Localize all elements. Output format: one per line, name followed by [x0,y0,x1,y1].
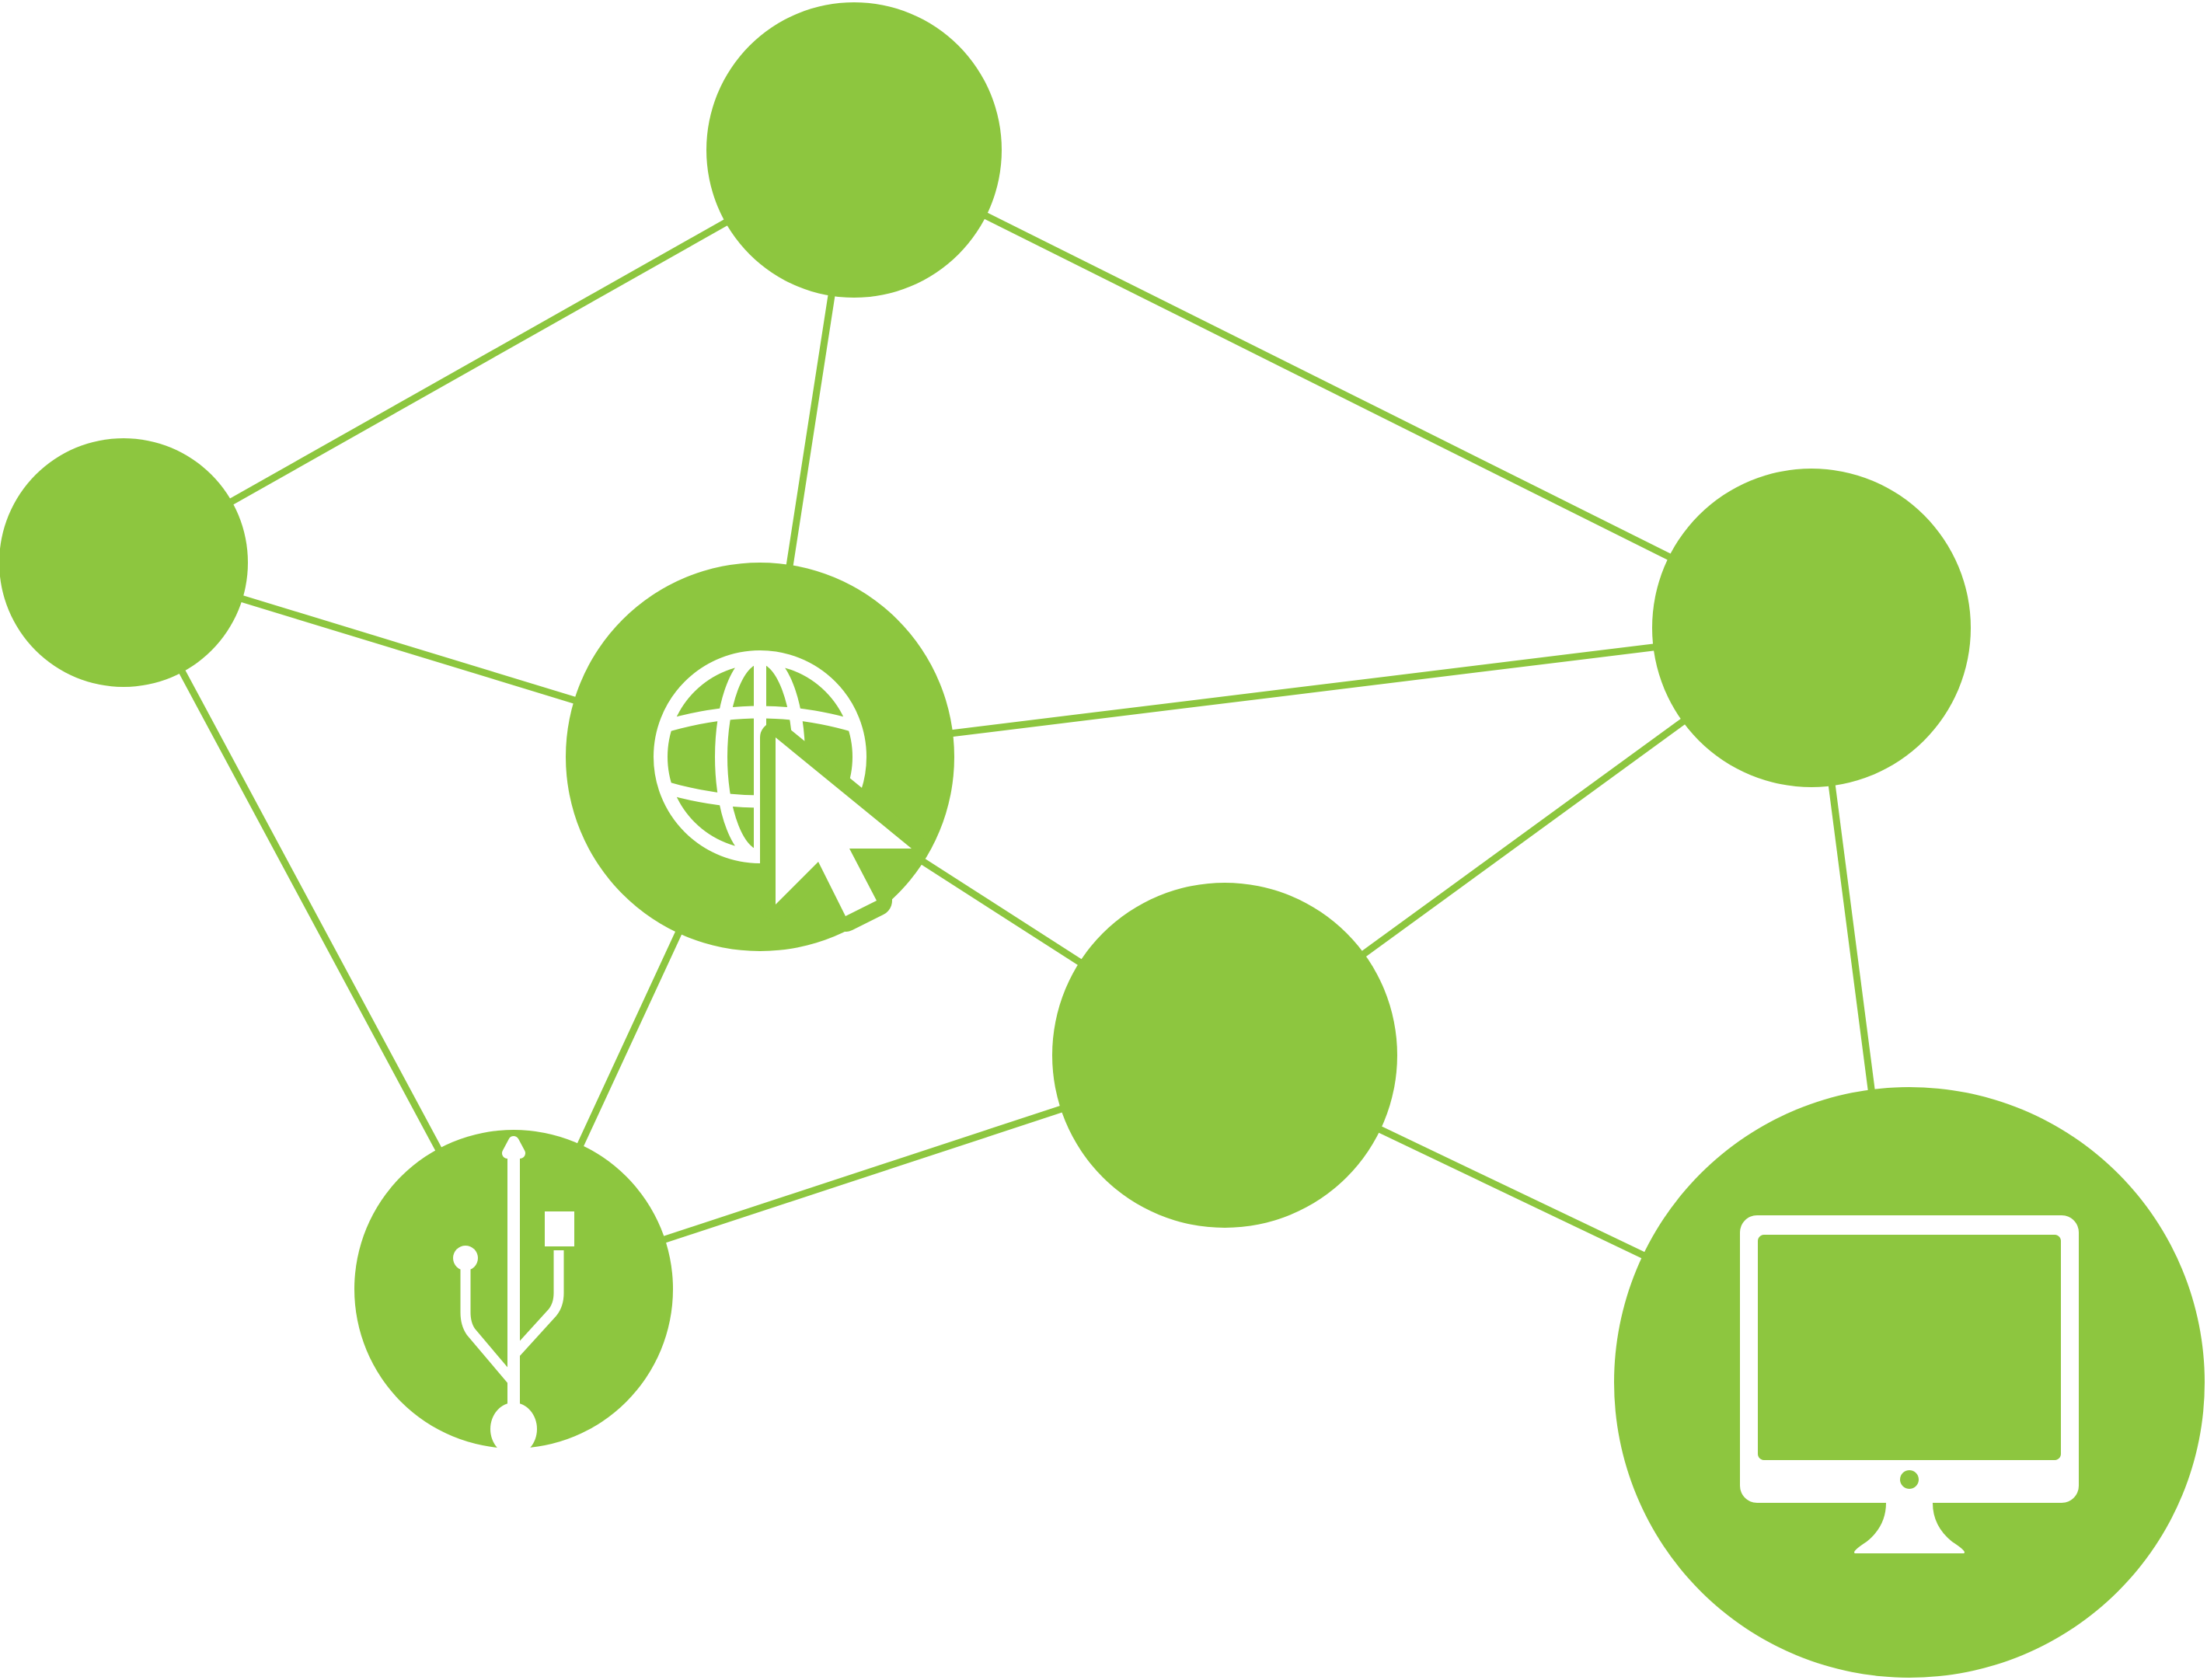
usb-icon [453,1136,574,1455]
node-left [0,438,248,687]
icons [453,650,2079,1553]
globe-cursor-icon [654,650,927,932]
node-middle [1052,883,1397,1228]
node-top [706,2,1002,298]
node-right [1652,469,1971,787]
monitor-icon [1740,1215,2079,1553]
edge-top-right [852,146,1814,632]
